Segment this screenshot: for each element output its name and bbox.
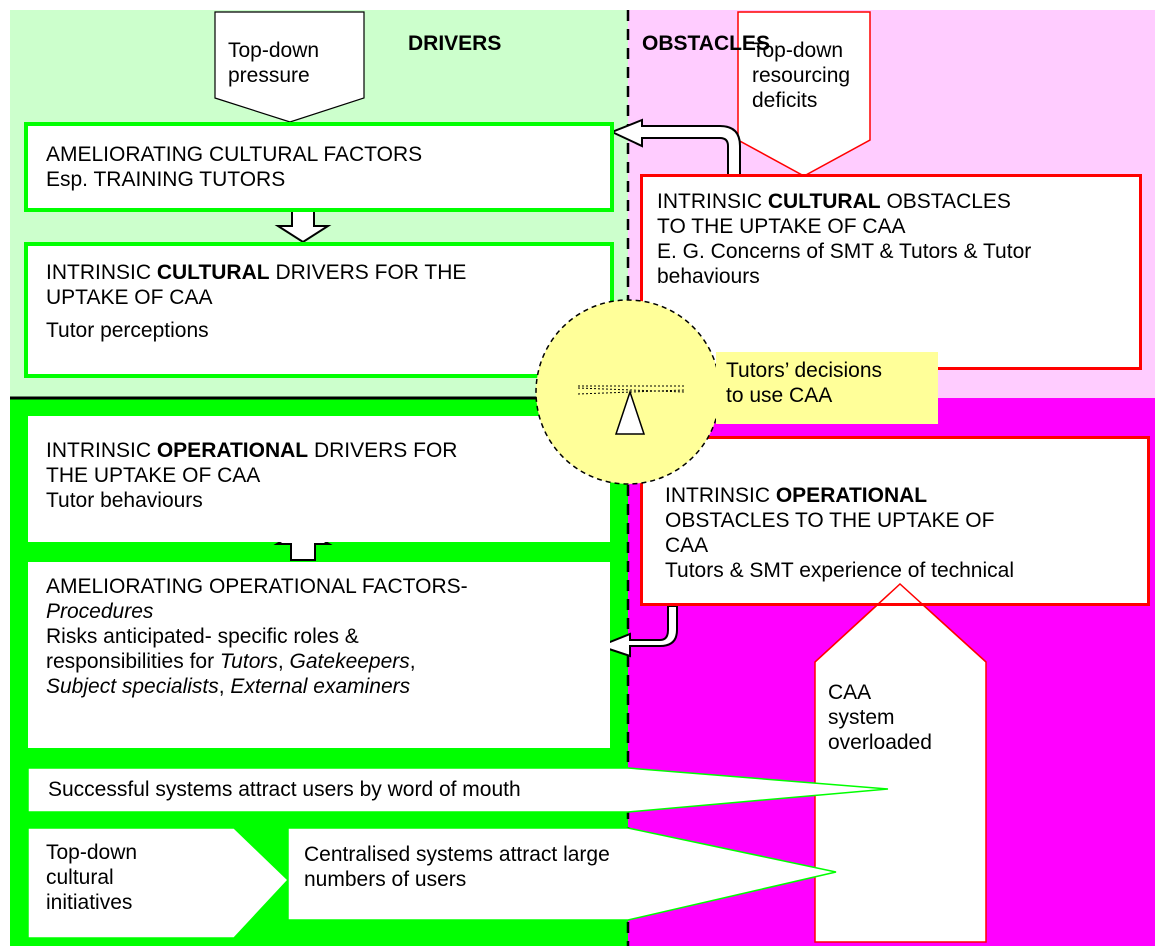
top-down-pressure-label: Top-down pressure xyxy=(228,39,320,87)
balance-scale-icon xyxy=(577,385,685,435)
caa-overloaded-label: CAA system overloaded xyxy=(828,681,932,754)
centralised-arrow xyxy=(287,827,837,921)
obstacles-header: OBSTACLES xyxy=(642,32,770,55)
top-down-resourcing-label: Top-down resourcing deficits xyxy=(752,39,851,112)
top-down-pressure-arrow xyxy=(214,11,365,123)
operational-obstacles-box: INTRINSIC OPERATIONAL OBSTACLES TO THE U… xyxy=(640,436,1150,606)
top-down-cultural-arrow xyxy=(27,827,290,939)
curved-arrow-cultural xyxy=(609,118,741,177)
cultural-obstacles-box: INTRINSIC CULTURAL OBSTACLES TO THE UPTA… xyxy=(640,174,1142,370)
ameliorating-operational-box: AMELIORATING OPERATIONAL FACTORS- Proced… xyxy=(28,562,610,748)
word-of-mouth-arrow xyxy=(27,767,889,813)
cultural-drivers-box: INTRINSIC CULTURAL DRIVERS FOR THE UPTAK… xyxy=(24,242,614,378)
curved-arrow-operational xyxy=(597,605,678,658)
centralised-label: Centralised systems attract large number… xyxy=(304,843,610,891)
balance-circle xyxy=(535,299,721,485)
balance-label: Tutors’ decisions to use CAA xyxy=(716,352,938,424)
drivers-header: DRIVERS xyxy=(408,32,502,55)
top-down-resourcing-arrow xyxy=(737,11,871,177)
top-down-cultural-label: Top-down cultural initiatives xyxy=(46,841,138,914)
word-of-mouth-label: Successful systems attract users by word… xyxy=(48,778,521,801)
operational-drivers-box: INTRINSIC OPERATIONAL DRIVERS FOR THE UP… xyxy=(28,416,610,542)
ameliorating-cultural-box: AMELIORATING CULTURAL FACTORS Esp. TRAIN… xyxy=(24,122,614,212)
